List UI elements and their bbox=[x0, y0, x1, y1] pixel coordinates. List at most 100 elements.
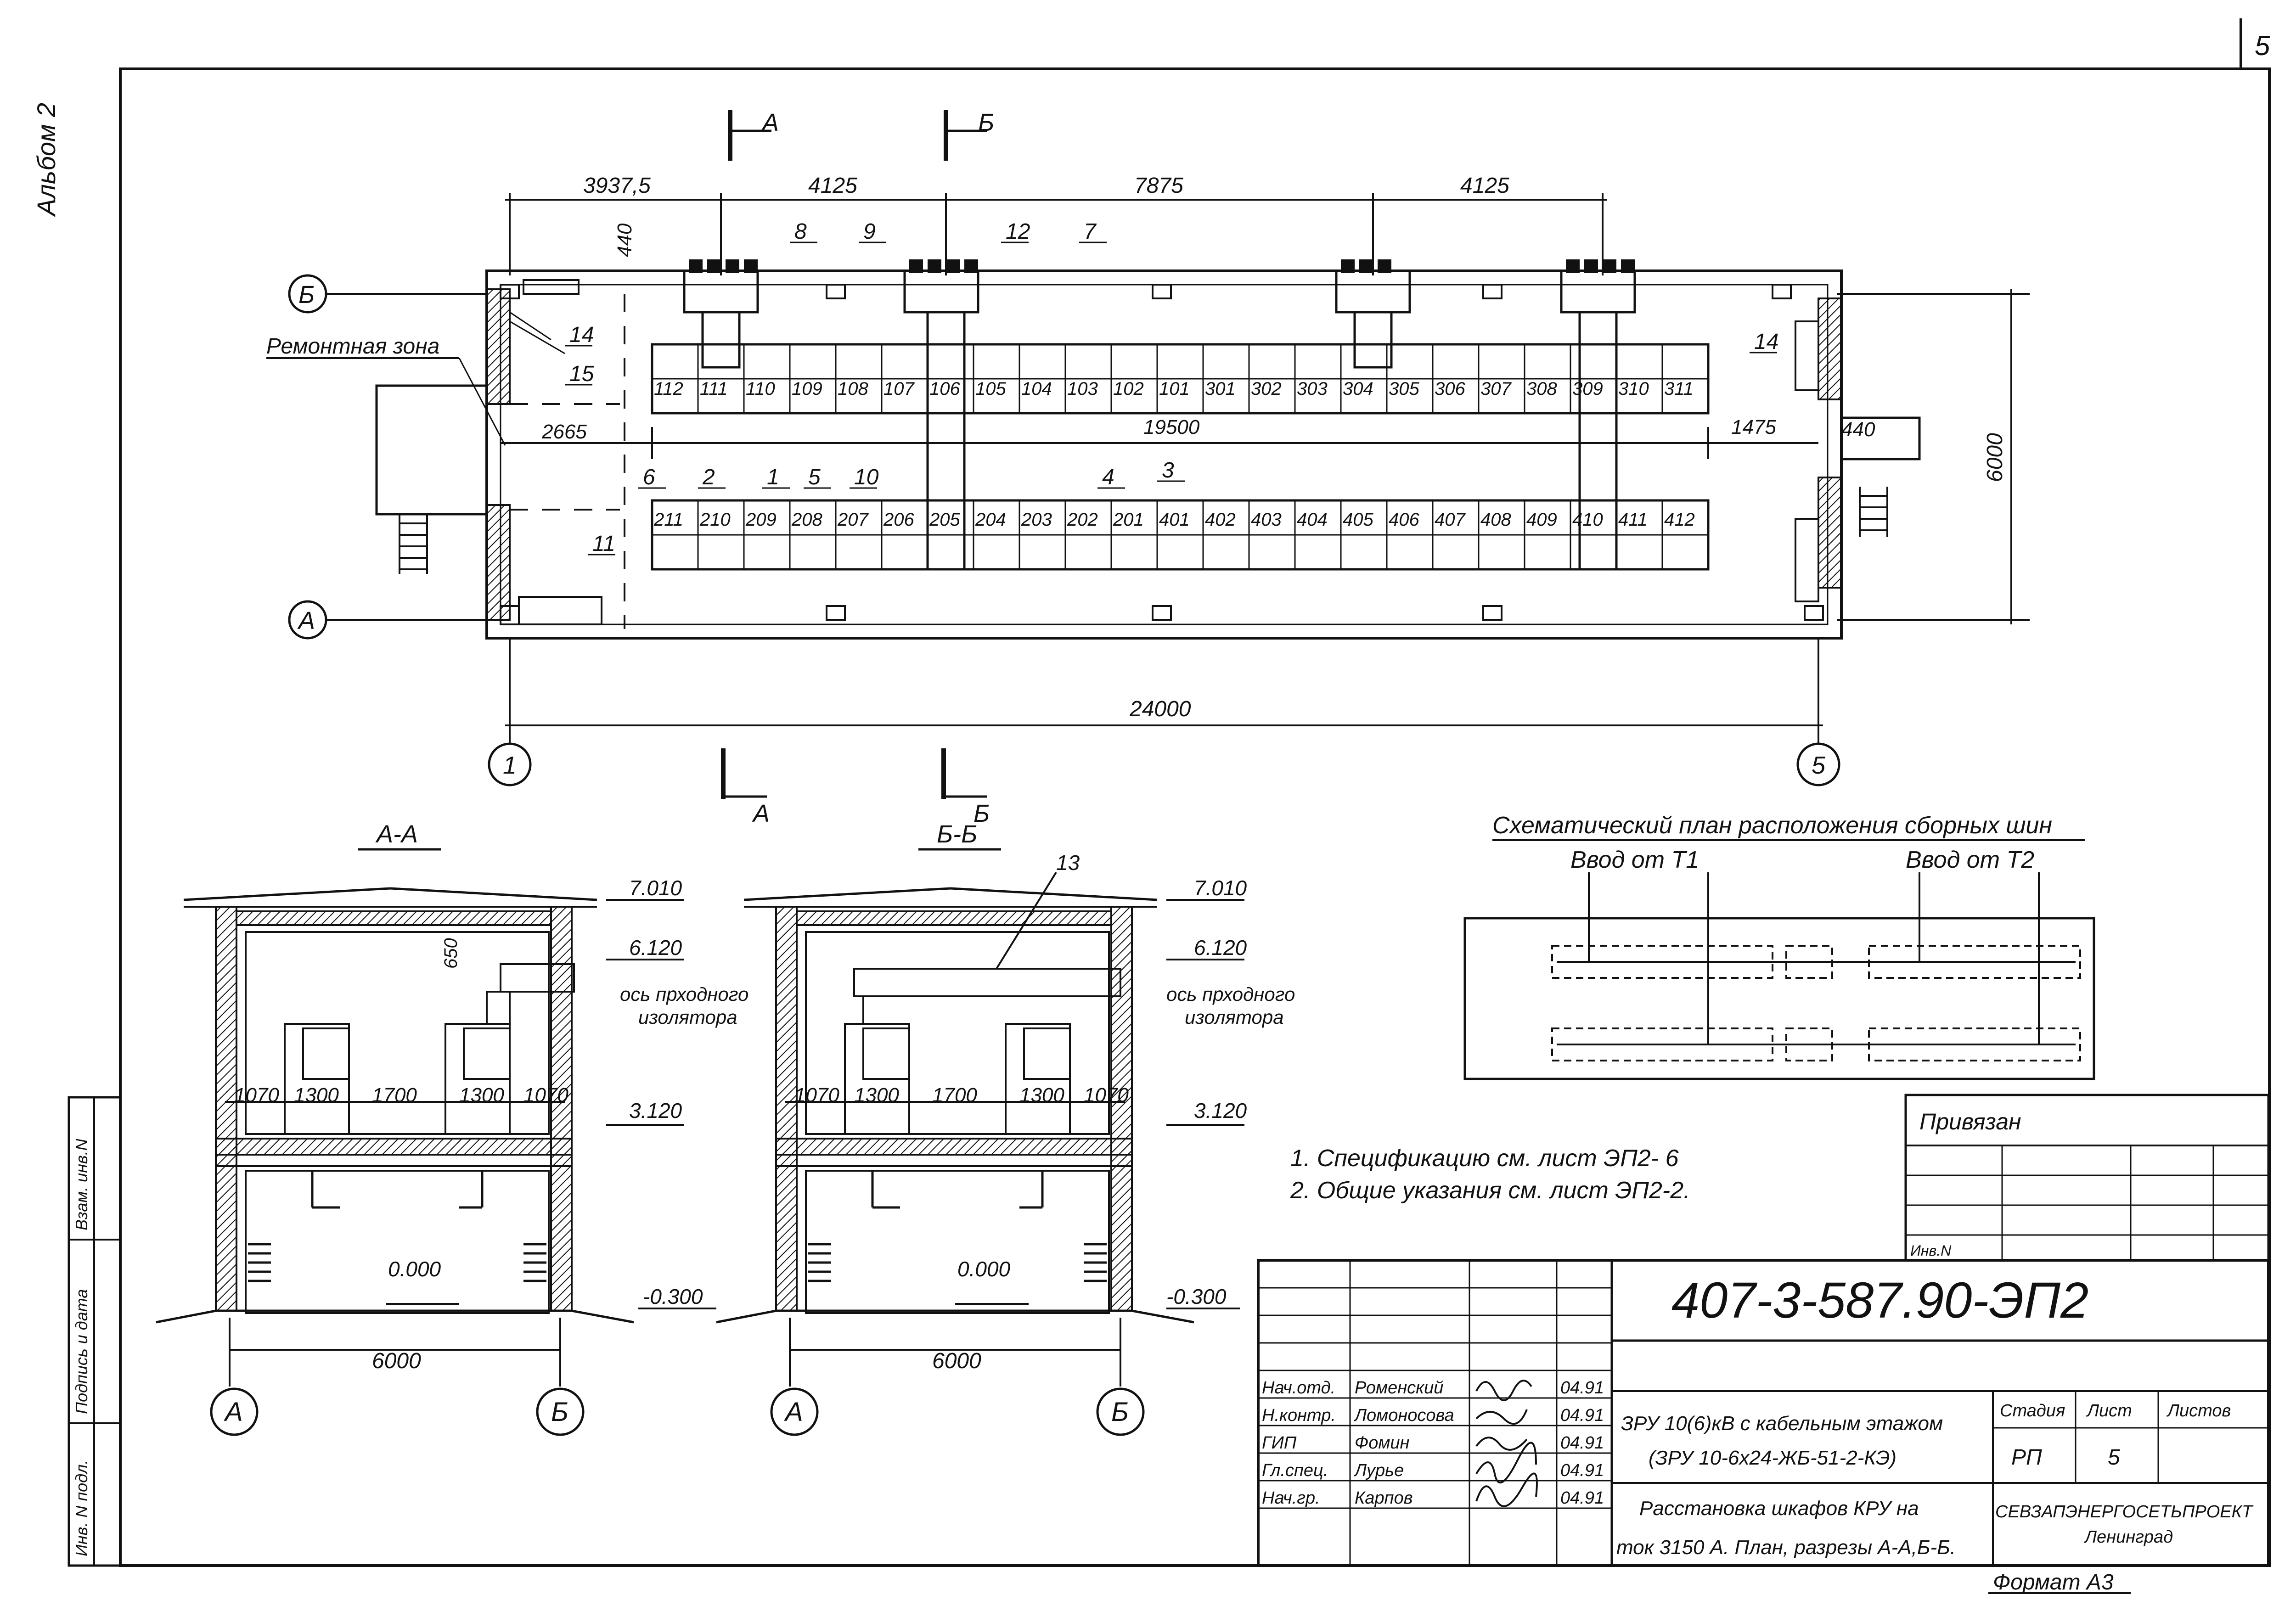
busbar-input-2: Ввод от Т2 bbox=[1906, 847, 2034, 873]
callout-label: 10 bbox=[854, 465, 879, 489]
bb-dim-2: 1300 bbox=[854, 1084, 899, 1106]
aa-axis-a: А bbox=[224, 1397, 243, 1427]
row2-cell: 409 bbox=[1526, 510, 1557, 530]
row1-cell: 308 bbox=[1526, 379, 1557, 399]
person-name: Ломоносова bbox=[1353, 1406, 1454, 1425]
dim-19500: 19500 bbox=[1143, 416, 1200, 438]
doc-code: 407-3-587.90-ЭП2 bbox=[1671, 1272, 2088, 1329]
person-name: Фомин bbox=[1355, 1433, 1410, 1453]
aa-axis-note-1: ось прходного bbox=[620, 983, 748, 1005]
row2-cell: 402 bbox=[1205, 510, 1236, 530]
dim-4125-b: 4125 bbox=[1460, 174, 1509, 198]
row1-cell: 303 bbox=[1297, 379, 1328, 399]
person-name: Роменский bbox=[1355, 1378, 1443, 1398]
title-line-1: ЗРУ 10(6)кВ с кабельным этажом bbox=[1621, 1412, 1943, 1435]
callout-label: 9 bbox=[863, 219, 876, 244]
callout-label: 7 bbox=[1084, 219, 1097, 244]
aa-axis-b: Б bbox=[551, 1397, 568, 1427]
row2-cell: 408 bbox=[1480, 510, 1511, 530]
aa-dim-5: 1070 bbox=[523, 1084, 568, 1106]
person-name: Лурье bbox=[1353, 1461, 1404, 1480]
row2-cell: 411 bbox=[1618, 510, 1648, 530]
person-name: Карпов bbox=[1355, 1488, 1413, 1508]
row2-cell: 405 bbox=[1343, 510, 1373, 530]
person-role: Н.контр. bbox=[1262, 1406, 1336, 1425]
bb-elev-mid: 6.120 bbox=[1194, 936, 1247, 960]
dim-440-right: 440 bbox=[1841, 418, 1875, 441]
callout-label: 12 bbox=[1006, 219, 1030, 244]
callout-label: 11 bbox=[592, 532, 615, 556]
row1-cell: 109 bbox=[792, 379, 822, 399]
row1-cell: 307 bbox=[1480, 379, 1512, 399]
repair-zone-label: Ремонтная зона bbox=[266, 334, 439, 359]
row1-cell: 310 bbox=[1618, 379, 1649, 399]
bb-elev-top: 7.010 bbox=[1194, 876, 1247, 900]
row2-cell: 203 bbox=[1021, 510, 1052, 530]
row1-cell: 306 bbox=[1435, 379, 1465, 399]
row1-cell: 112 bbox=[654, 379, 683, 399]
sheet-value: 5 bbox=[2108, 1445, 2120, 1470]
building-outline bbox=[485, 269, 1843, 640]
callout-label: 14 bbox=[1754, 330, 1778, 354]
aa-width: 6000 bbox=[372, 1349, 421, 1373]
aa-elev-floor: 3.120 bbox=[629, 1099, 682, 1123]
axis-b: Б bbox=[298, 281, 315, 309]
row2-cell: 209 bbox=[745, 510, 777, 530]
aa-axis-note-2: изолятора bbox=[638, 1006, 737, 1028]
axis-1: 1 bbox=[503, 752, 517, 779]
callout-label: 3 bbox=[1162, 458, 1174, 483]
dim-6000: 6000 bbox=[1983, 433, 2007, 482]
person-role: Нач.гр. bbox=[1262, 1488, 1320, 1508]
callout-label: 5 bbox=[808, 465, 821, 489]
aa-dim-4: 1300 bbox=[459, 1084, 504, 1106]
section-bb: Б-Б bbox=[716, 820, 1295, 1436]
section-bb-title: Б-Б bbox=[937, 820, 977, 848]
row1-cell: 101 bbox=[1159, 379, 1190, 399]
album-label: Альбом 2 bbox=[32, 103, 61, 217]
org-line-1: СЕВЗАПЭНЕРГОСЕТЬПРОЕКТ bbox=[1995, 1502, 2254, 1521]
busbar-title: Схематический план расположения сборных … bbox=[1492, 812, 2052, 839]
row1-cell: 110 bbox=[746, 379, 775, 399]
aa-elev-ground: -0.300 bbox=[643, 1285, 703, 1308]
busbar-input-1: Ввод от Т1 bbox=[1570, 847, 1699, 873]
row1-cell: 103 bbox=[1067, 379, 1098, 399]
inv-no-label: Инв.N bbox=[1910, 1242, 1952, 1259]
aa-elev-zero: 0.000 bbox=[388, 1257, 441, 1281]
side-label-zam: Взам. инв.N bbox=[72, 1138, 91, 1230]
section-aa-title: А-А bbox=[375, 820, 418, 848]
row2-cell: 401 bbox=[1159, 510, 1190, 530]
section-aa: А-А bbox=[156, 820, 748, 1436]
row1-cell: 107 bbox=[884, 379, 915, 399]
person-date: 04.91 bbox=[1560, 1378, 1604, 1398]
person-date: 04.91 bbox=[1560, 1488, 1604, 1508]
axis-a: А bbox=[297, 607, 315, 634]
side-label-inv: Инв. N подл. bbox=[72, 1460, 91, 1556]
aa-dim-1: 1070 bbox=[234, 1084, 279, 1106]
bb-dim-4: 1300 bbox=[1019, 1084, 1064, 1106]
row1-cell: 104 bbox=[1021, 379, 1052, 399]
dim-2665: 2665 bbox=[541, 421, 587, 443]
person-role: ГИП bbox=[1262, 1433, 1297, 1453]
aa-dim-2: 1300 bbox=[294, 1084, 339, 1106]
bb-axis-a: А bbox=[784, 1397, 803, 1427]
row1-cell: 106 bbox=[929, 379, 960, 399]
dim-440-top: 440 bbox=[613, 223, 636, 257]
row2-cell: 204 bbox=[975, 510, 1006, 530]
cut-b-top: Б bbox=[978, 109, 994, 136]
stage-label: Стадия bbox=[2000, 1401, 2065, 1420]
callout-label: 4 bbox=[1102, 465, 1114, 489]
dim-24000: 24000 bbox=[1129, 697, 1191, 721]
row1-cell: 302 bbox=[1251, 379, 1282, 399]
format-label: Формат А3 bbox=[1993, 1570, 2114, 1594]
row1-cell: 311 bbox=[1664, 379, 1694, 399]
aa-dim-3: 1700 bbox=[372, 1084, 417, 1106]
stage-value: РП bbox=[2011, 1445, 2042, 1470]
desc-line-2: ток 3150 А. План, разрезы А-А,Б-Б. bbox=[1616, 1536, 1956, 1559]
person-date: 04.91 bbox=[1560, 1461, 1604, 1480]
side-label-sign: Подпись и дата bbox=[72, 1289, 91, 1414]
row1-cell: 301 bbox=[1205, 379, 1236, 399]
aa-elev-mid: 6.120 bbox=[629, 936, 682, 960]
callout-label: 2 bbox=[702, 465, 715, 489]
